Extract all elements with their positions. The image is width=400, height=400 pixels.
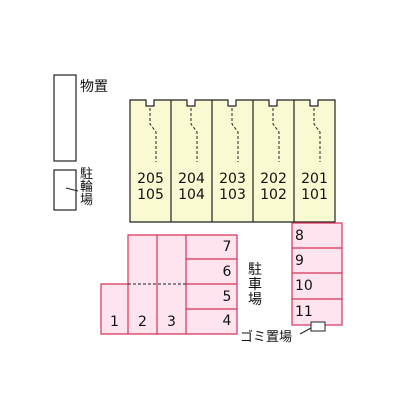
storage-label: 物置 [80,79,108,95]
unit-number-upper: 205 [137,171,164,187]
parking-space-number: 3 [167,314,176,330]
unit-dashed-line [272,108,280,162]
apartment-building [129,99,336,223]
bicycle-parking-label: 駐輪場 [80,167,94,208]
parking-space-number: 11 [295,304,313,320]
bicycle-shed-pointer [65,187,79,192]
garbage-label: ゴミ置場 [240,330,293,345]
unit-dashed-line [149,108,157,162]
parking-space-number: 1 [110,314,119,330]
storage-shed [53,74,77,162]
unit-number-lower: 104 [178,187,205,203]
unit-dashed-line [231,108,239,162]
parking-space-number: 5 [222,289,232,305]
parking-space-number: 10 [295,278,313,294]
garbage-station [310,321,326,332]
parking-space-number: 4 [222,313,232,329]
parking-space-number: 2 [138,314,147,330]
unit-dashed-line [313,108,321,162]
unit-number-lower: 101 [301,187,328,203]
garbage-pointer [299,327,312,335]
parking-space-number: 8 [295,228,304,244]
parking-space-number: 6 [222,264,232,280]
parking-right-outline [291,222,343,326]
parking-area-main [100,234,238,335]
unit-number-lower: 102 [260,187,287,203]
parking-area-right [291,222,343,326]
parking-space-number: 7 [222,239,232,255]
parking-space-number: 9 [295,253,304,269]
unit-number-upper: 202 [260,171,287,187]
unit-dashed-line [190,108,198,162]
unit-number-upper: 201 [301,171,328,187]
unit-number-upper: 203 [219,171,246,187]
car-parking-label: 駐車場 [248,262,262,308]
unit-number-lower: 103 [219,187,246,203]
building-outline [129,99,336,223]
unit-number-upper: 204 [178,171,205,187]
unit-number-lower: 105 [137,187,164,203]
